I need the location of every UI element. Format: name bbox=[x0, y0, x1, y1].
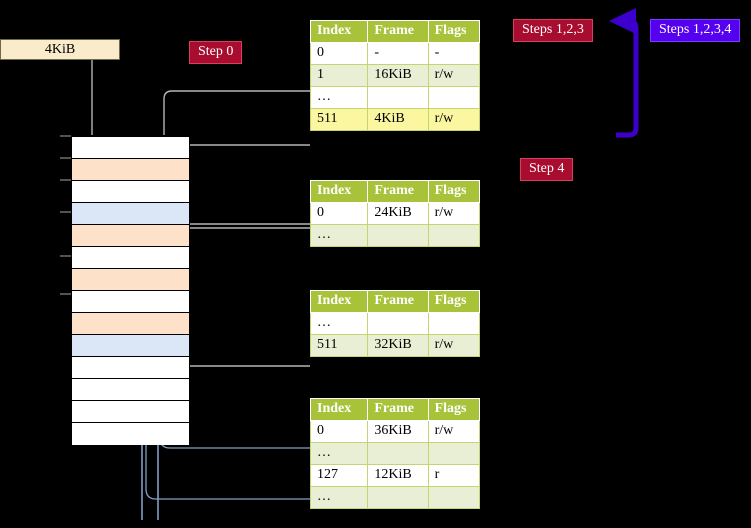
memory-cell-4 bbox=[72, 225, 189, 247]
memory-cell-0 bbox=[72, 137, 189, 159]
table-row: … bbox=[309, 442, 481, 465]
memory-cell-9 bbox=[72, 335, 189, 357]
cell-index: 511 bbox=[309, 334, 369, 357]
memory-cell-8 bbox=[72, 313, 189, 335]
memory-cell-11 bbox=[72, 379, 189, 401]
cell-frame: 32KiB bbox=[367, 334, 429, 357]
memory-cell-6 bbox=[72, 269, 189, 291]
column-header-index: Index bbox=[309, 180, 369, 203]
cell-index: 127 bbox=[309, 464, 369, 487]
column-header-frame: Frame bbox=[367, 20, 429, 43]
cell-frame bbox=[367, 312, 429, 335]
column-header-frame: Frame bbox=[367, 180, 429, 203]
column-header-index: Index bbox=[309, 290, 369, 313]
cell-flags: - bbox=[427, 42, 481, 65]
memory-size-text: 4KiB bbox=[44, 41, 76, 57]
memory-cell-12 bbox=[72, 401, 189, 423]
cell-index: 0 bbox=[309, 42, 369, 65]
badge-steps-1234: Steps 1,2,3,4 bbox=[650, 19, 741, 43]
cell-index: 1 bbox=[309, 64, 369, 87]
memory-column bbox=[71, 135, 190, 445]
column-header-flags: Flags bbox=[427, 290, 481, 313]
table-row: … bbox=[309, 224, 481, 247]
cell-flags bbox=[427, 486, 481, 509]
cell-frame bbox=[367, 224, 429, 247]
cell-flags: r/w bbox=[427, 202, 481, 225]
cell-flags: r/w bbox=[427, 420, 481, 443]
cell-flags: r/w bbox=[427, 64, 481, 87]
cell-frame: 16KiB bbox=[367, 64, 429, 87]
connector-table1-row0-b bbox=[176, 227, 310, 277]
table-row: … bbox=[309, 486, 481, 509]
column-header-index: Index bbox=[309, 20, 369, 43]
column-header-frame: Frame bbox=[367, 398, 429, 421]
cell-flags bbox=[427, 312, 481, 335]
cell-flags bbox=[427, 224, 481, 247]
memory-cell-13 bbox=[72, 423, 189, 445]
cell-index: 0 bbox=[309, 420, 369, 443]
memory-cell-3 bbox=[72, 203, 189, 225]
connector-table0-to-memory bbox=[170, 136, 310, 154]
connector-table1-row0 bbox=[168, 223, 310, 259]
cell-index: 511 bbox=[309, 108, 369, 131]
cell-frame: - bbox=[367, 42, 429, 65]
badge-step-0: Step 0 bbox=[189, 41, 243, 65]
cell-index: … bbox=[309, 312, 369, 335]
badge-step-4: Step 4 bbox=[520, 158, 574, 182]
badge-steps-123: Steps 1,2,3 bbox=[513, 19, 593, 43]
table-row: … bbox=[309, 312, 481, 335]
memory-cell-5 bbox=[72, 247, 189, 269]
column-header-flags: Flags bbox=[427, 398, 481, 421]
cell-frame: 24KiB bbox=[367, 202, 429, 225]
memory-cell-1 bbox=[72, 159, 189, 181]
cell-flags bbox=[427, 442, 481, 465]
cell-index: … bbox=[309, 486, 369, 509]
cell-flags: r bbox=[427, 464, 481, 487]
memory-size-label: 4KiB bbox=[0, 39, 120, 60]
memory-cell-10 bbox=[72, 357, 189, 379]
column-header-flags: Flags bbox=[427, 180, 481, 203]
cell-flags: r/w bbox=[427, 334, 481, 357]
column-header-flags: Flags bbox=[427, 20, 481, 43]
cell-frame bbox=[367, 442, 429, 465]
column-header-index: Index bbox=[309, 398, 369, 421]
cell-flags bbox=[427, 86, 481, 109]
cell-frame: 4KiB bbox=[367, 108, 429, 131]
cell-index: … bbox=[309, 442, 369, 465]
column-header-frame: Frame bbox=[367, 290, 429, 313]
cell-index: … bbox=[309, 224, 369, 247]
cell-frame bbox=[367, 86, 429, 109]
cell-index: 0 bbox=[309, 202, 369, 225]
cell-index: … bbox=[309, 86, 369, 109]
memory-cell-7 bbox=[72, 291, 189, 313]
cell-frame: 12KiB bbox=[367, 464, 429, 487]
steps-1234-arrow bbox=[608, 8, 639, 138]
cell-flags: r/w bbox=[427, 108, 481, 131]
cell-frame: 36KiB bbox=[367, 420, 429, 443]
table-row: 0-- bbox=[309, 42, 481, 65]
table-row: … bbox=[309, 86, 481, 109]
memory-cell-2 bbox=[72, 181, 189, 203]
cell-frame bbox=[367, 486, 429, 509]
